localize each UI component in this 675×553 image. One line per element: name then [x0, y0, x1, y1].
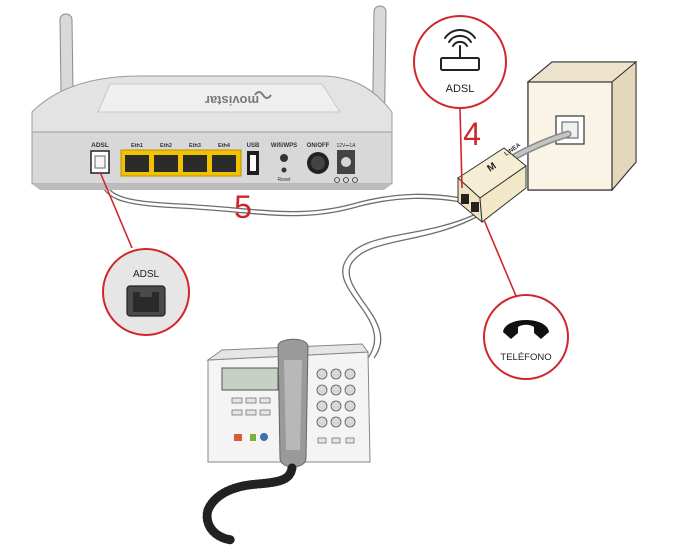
router: movistar ADSL Eth1 Eth2 Eth3 Eth4 USB Wi…: [31, 5, 393, 190]
label-power: 12V⎓1A: [336, 143, 356, 149]
phone-keypad: [316, 368, 356, 428]
adsl-cable: [97, 169, 463, 217]
eth4-port: [212, 155, 236, 172]
label-eth1: Eth1: [131, 143, 143, 149]
splitter-phone-jack: [471, 202, 479, 212]
wps-button: [280, 154, 288, 162]
reset-button: [281, 167, 287, 173]
eth3-port: [183, 155, 207, 172]
coiled-cord: [202, 463, 297, 545]
label-wifi-wps: Wifi/WPS: [271, 143, 297, 149]
label-port-adsl: ADSL: [91, 142, 109, 149]
phone-handset-icon: [503, 320, 549, 339]
callout-adsl-top: ADSL: [413, 15, 507, 189]
eth2-port: [154, 155, 178, 172]
label-onoff: ON/OFF: [307, 143, 330, 149]
cables: [97, 169, 483, 359]
label-usb: USB: [247, 143, 260, 149]
eth1-port: [125, 155, 149, 172]
callout-telefono: TELÉFONO: [483, 219, 569, 380]
svg-text:movistar: movistar: [205, 93, 259, 108]
callout-telefono-label: TELÉFONO: [500, 352, 551, 363]
label-eth2: Eth2: [160, 143, 172, 149]
label-eth3: Eth3: [189, 143, 201, 149]
movistar-m-icon: [254, 91, 272, 99]
callout-adsl-top-label: ADSL: [446, 83, 475, 95]
splitter-adsl-jack: [461, 194, 469, 204]
callout-adsl-bottom: ADSL: [99, 171, 190, 336]
desk-telephone: [202, 338, 371, 545]
router-icon: [440, 29, 480, 71]
step-4-label: 4: [463, 116, 481, 152]
phone-display: [221, 367, 279, 391]
callout-adsl-bottom-label: ADSL: [133, 269, 160, 280]
ethernet-ports: Eth1 Eth2 Eth3 Eth4: [131, 143, 231, 149]
label-eth4: Eth4: [218, 143, 231, 149]
phone-cable: [342, 213, 477, 359]
rj11-port-icon: [126, 285, 166, 317]
wall-socket: [526, 60, 638, 192]
polarity-icon: [334, 177, 358, 183]
label-reset: Reset: [277, 177, 291, 183]
movistar-logo: movistar: [205, 93, 259, 108]
step-5-label: 5: [234, 189, 252, 225]
